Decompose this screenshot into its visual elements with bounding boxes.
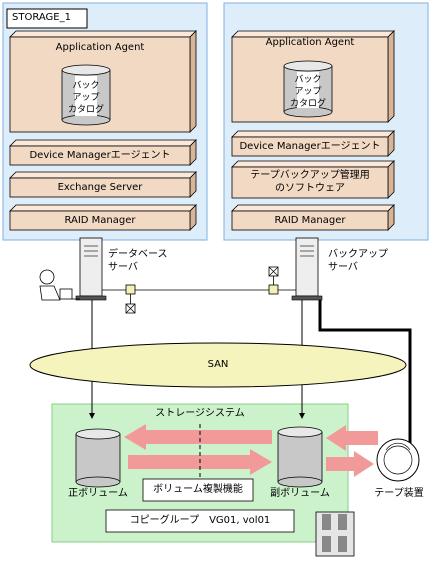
right-catalog-line-1: バック <box>294 75 322 85</box>
primary-volume-cylinder-icon <box>75 428 121 488</box>
left-server-panel <box>2 2 208 241</box>
right-module-raid-manager: RAID Manager <box>274 215 346 226</box>
replication-function-label: ボリューム複製機能 <box>153 484 243 495</box>
right-catalog-line-3: カタログ <box>289 99 326 109</box>
right-module-tape-backup-line-2: のソフトウェア <box>275 183 345 194</box>
volume-group-icon <box>315 511 355 557</box>
left-catalog-cylinder-icon <box>61 64 111 126</box>
copy-group-label: コピーグループ VG01, vol01 <box>129 515 271 526</box>
left-module-device-manager: Device Managerエージェント <box>29 150 171 161</box>
database-server-label-line-1: データベース <box>108 249 168 260</box>
tape-device-label: テープ装置 <box>374 488 424 499</box>
backup-server-label-line-2: サーバ <box>328 262 358 273</box>
left-module-exchange-server: Exchange Server <box>57 182 143 193</box>
right-catalog-line-2: アップ <box>294 87 322 97</box>
user-icon <box>39 269 80 301</box>
right-module-tape-backup-line-1: テープバックアップ管理用 <box>250 170 370 181</box>
copy-arrows <box>124 424 378 477</box>
tape-reel-icon <box>376 438 420 482</box>
left-catalog-line-3: カタログ <box>67 105 104 115</box>
lan-connector-icons <box>125 266 279 314</box>
secondary-volume-cylinder-icon <box>277 426 323 488</box>
backup-server-label-line-1: バックアップ <box>328 249 388 260</box>
database-server-label-line-2: サーバ <box>108 262 138 273</box>
right-agent-title: Application Agent <box>265 37 355 48</box>
backup-server-icon <box>291 237 323 301</box>
primary-volume-label: 正ボリューム <box>68 488 128 499</box>
san-label: SAN <box>207 359 229 370</box>
left-catalog-line-2: アップ <box>72 93 100 103</box>
left-catalog-line-1: バック <box>72 81 100 91</box>
right-server-panel <box>223 2 429 241</box>
left-agent-title: Application Agent <box>55 42 145 53</box>
secondary-volume-label: 副ボリューム <box>270 488 330 499</box>
san-ellipse <box>29 342 407 388</box>
right-module-device-manager: Device Managerエージェント <box>239 141 381 152</box>
database-server-icon <box>75 237 107 301</box>
left-module-raid-manager: RAID Manager <box>64 215 136 226</box>
right-catalog-cylinder-icon <box>283 60 333 118</box>
storage-system-title: ストレージシステム <box>155 408 245 419</box>
storage-name-label: STORAGE_1 <box>12 12 71 23</box>
